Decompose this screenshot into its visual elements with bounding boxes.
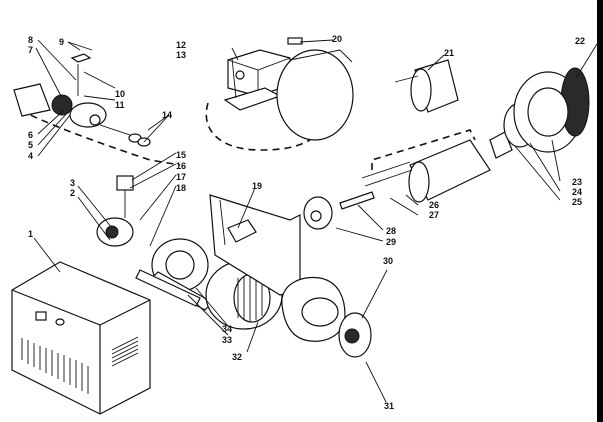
combustion-head [503, 67, 590, 153]
callout-25: 25 [572, 197, 582, 207]
cover-housing [11, 261, 151, 415]
nozzle-assembly [361, 131, 513, 203]
callout-21: 21 [444, 48, 454, 58]
callout-9: 9 [59, 37, 64, 47]
callout-26: 26 [429, 200, 439, 210]
blast-tube [394, 59, 459, 113]
callout-20: 20 [332, 34, 342, 44]
pump-group-dash [19, 109, 181, 166]
leader-lines [33, 39, 598, 403]
callout-8: 8 [28, 35, 33, 45]
air-intake-housing [276, 37, 354, 141]
callout-19: 19 [252, 181, 262, 191]
callout-17: 17 [176, 172, 186, 182]
callout-24: 24 [572, 187, 582, 197]
callout-5: 5 [28, 140, 33, 150]
ignition-assembly [303, 191, 375, 230]
callout-15: 15 [176, 150, 186, 160]
callout-13: 13 [176, 50, 186, 60]
callout-16: 16 [176, 161, 186, 171]
callout-31: 31 [384, 401, 394, 411]
pump-flange-parts [13, 53, 151, 147]
callout-11: 11 [115, 100, 125, 110]
callout-23: 23 [572, 177, 582, 187]
callout-6: 6 [28, 130, 33, 140]
fan-housing [281, 276, 372, 358]
callout-4: 4 [28, 151, 33, 161]
callout-27: 27 [429, 210, 439, 220]
head-group-dash [371, 129, 476, 170]
callout-1: 1 [28, 229, 33, 239]
burner-body [209, 194, 301, 296]
oil-hose [135, 269, 201, 307]
callout-28: 28 [386, 226, 396, 236]
callout-22: 22 [575, 36, 585, 46]
callout-30: 30 [383, 256, 393, 266]
callout-18: 18 [176, 183, 186, 193]
callout-29: 29 [386, 237, 396, 247]
callout-12: 12 [176, 40, 186, 50]
callout-2: 2 [70, 188, 75, 198]
callout-14: 14 [162, 110, 172, 120]
callout-33: 33 [222, 335, 232, 345]
callout-34: 34 [222, 324, 232, 334]
callout-10: 10 [115, 89, 125, 99]
black-edge-strip [597, 0, 603, 422]
callout-32: 32 [232, 352, 242, 362]
control-group-dash [205, 102, 311, 151]
callout-3: 3 [70, 178, 75, 188]
callout-7: 7 [28, 45, 33, 55]
pump [96, 175, 134, 247]
